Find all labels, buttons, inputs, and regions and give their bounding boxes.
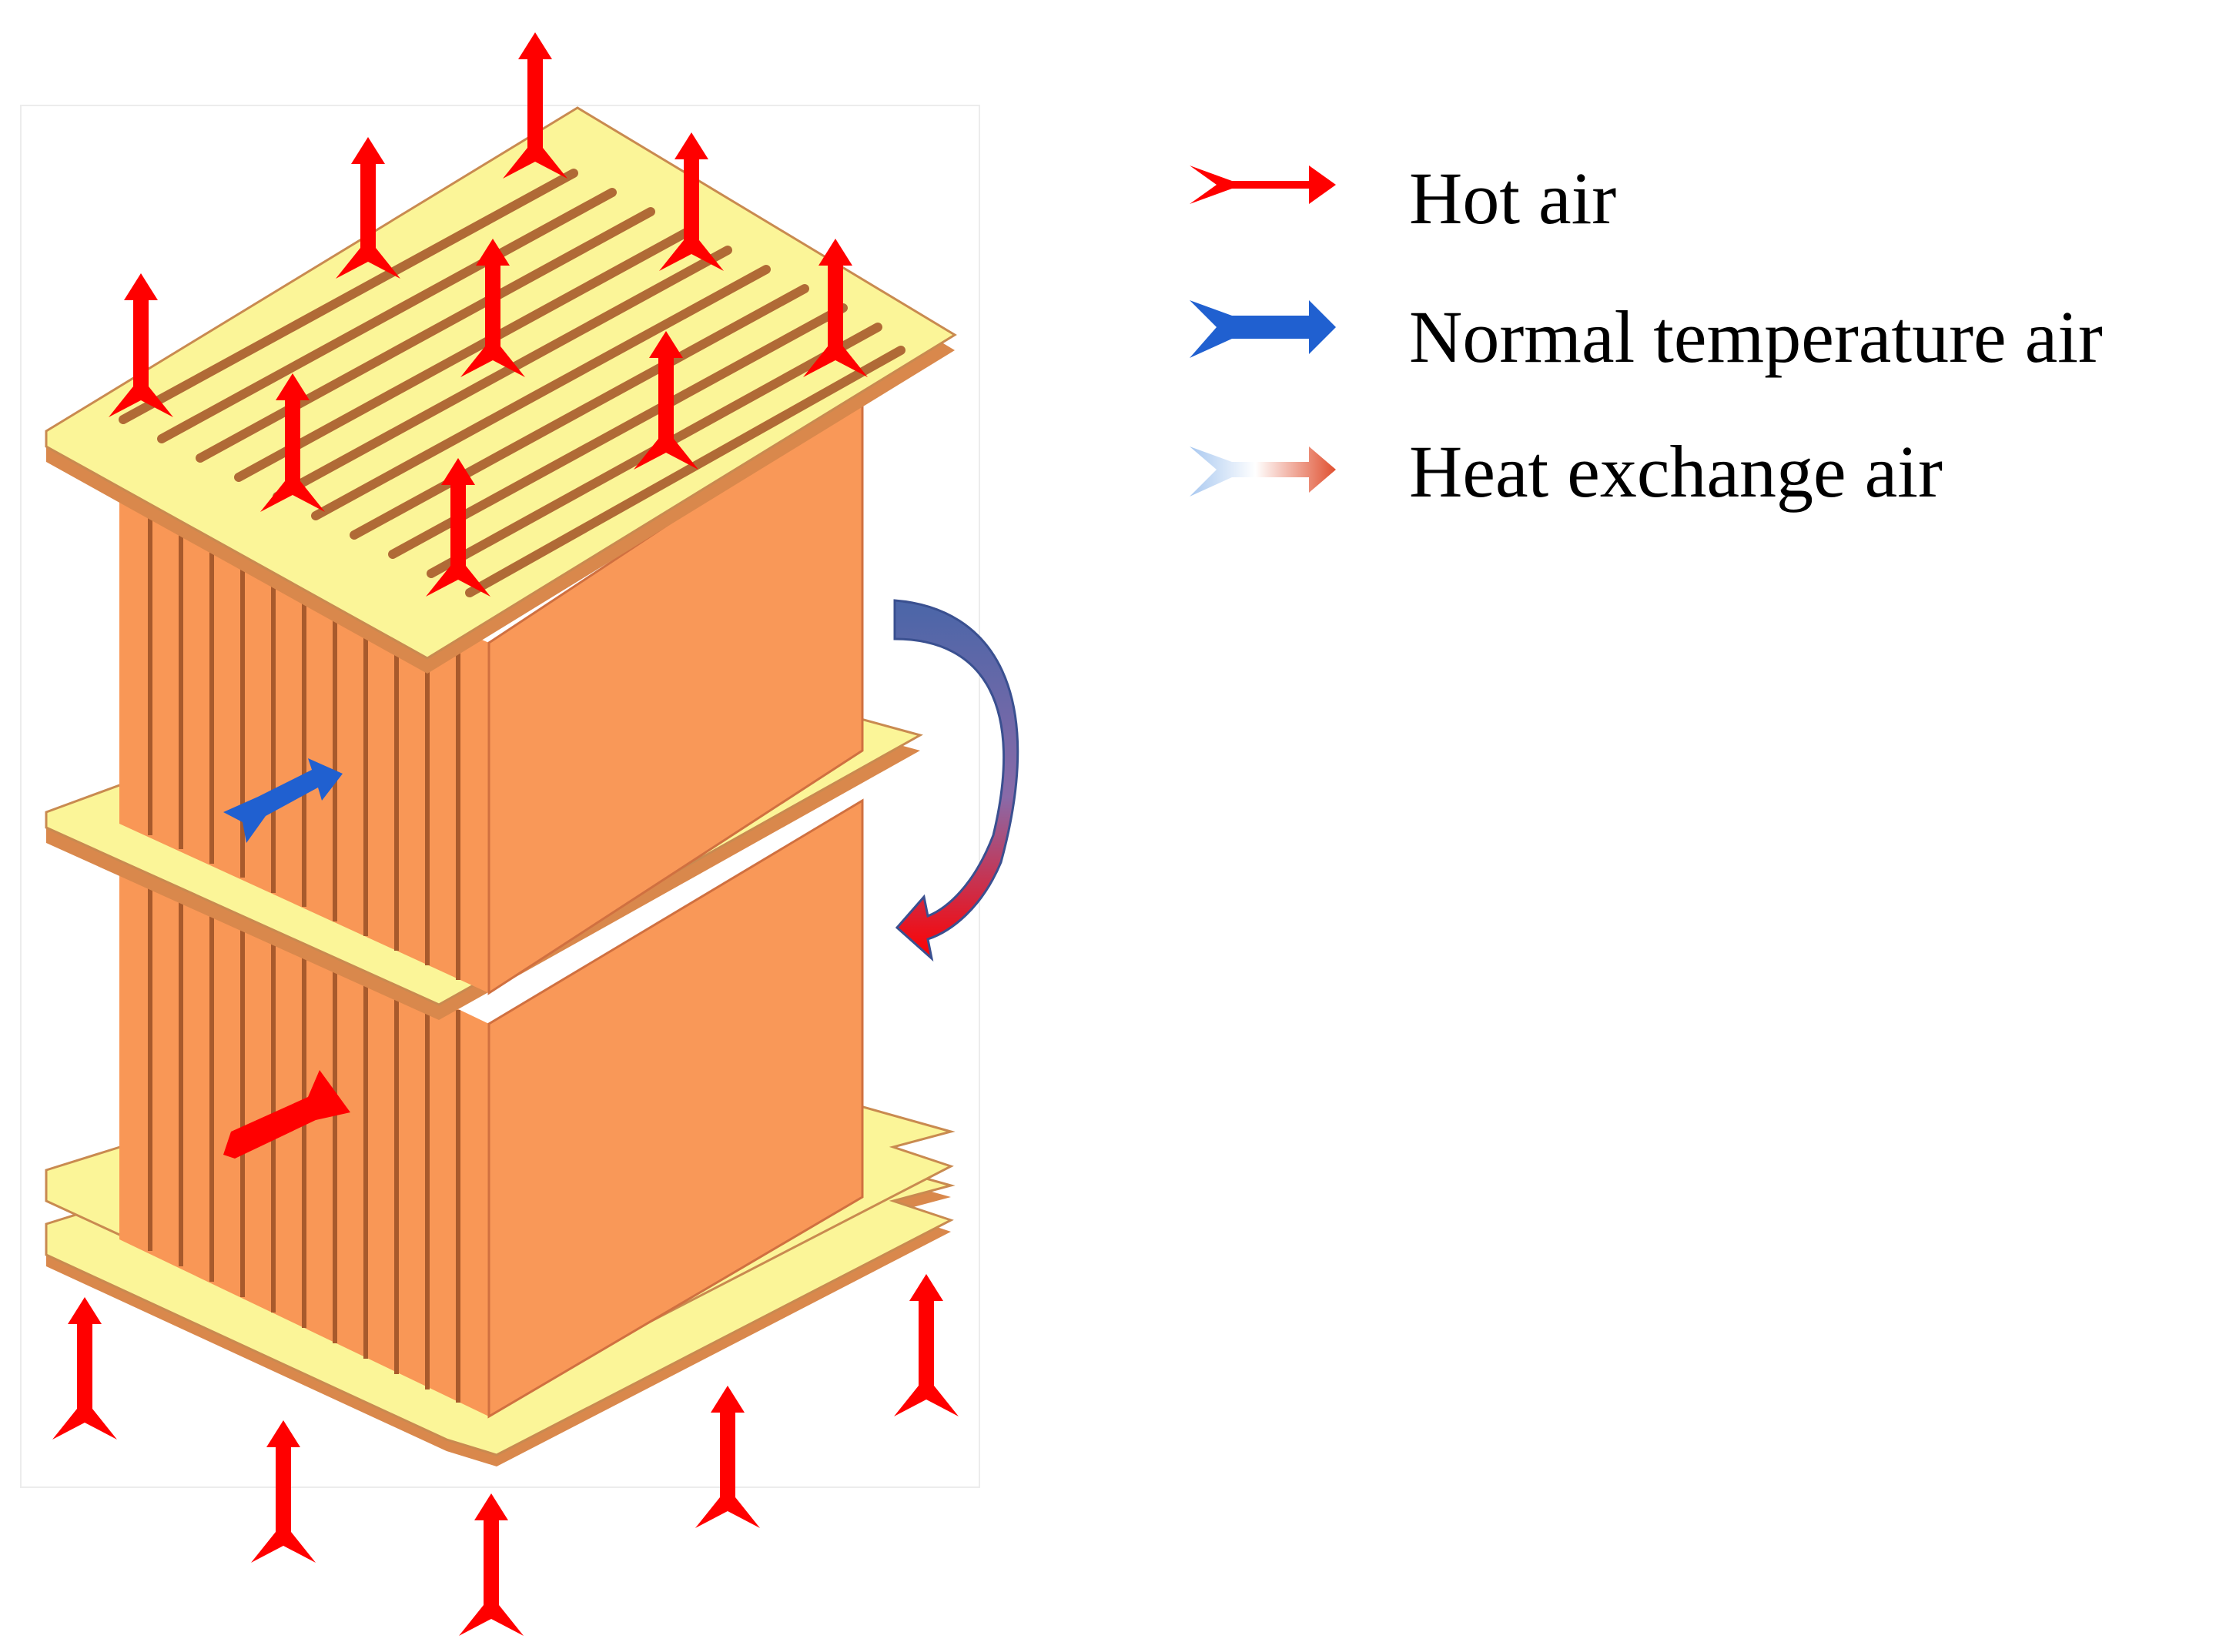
hot-air-arrow-icon	[260, 373, 325, 512]
legend-item-normal-air: Normal temperature air	[1190, 296, 2103, 378]
legend-item-heat-exchange-air: Heat exchange air	[1190, 430, 1943, 513]
legend: Hot air Normal temperature air Heat exch…	[1190, 157, 2103, 513]
bypass-curved-arrow	[893, 599, 1019, 962]
hot-air-arrow-icon	[695, 1386, 760, 1528]
hot-air-arrow-icon	[634, 331, 698, 470]
hot-air-arrow-icon	[109, 273, 173, 417]
hot-air-arrow-icon	[336, 137, 400, 279]
heat-exchange-air-arrow	[223, 1070, 350, 1159]
hot-air-arrow-icon	[52, 1297, 117, 1440]
normal-air-arrow	[223, 758, 343, 843]
upper-fin-section	[119, 394, 864, 995]
exchanger-body	[45, 106, 957, 1466]
hot-air-arrows-bottom	[52, 1274, 959, 1636]
hot-air-arrow-icon	[803, 239, 868, 377]
hot-air-arrow-icon	[503, 32, 567, 179]
legend-item-hot-air: Hot air	[1190, 157, 1616, 239]
hot-air-arrow-icon	[460, 239, 525, 377]
legend-label-heat-exchange-air: Heat exchange air	[1409, 430, 1943, 513]
lower-fin-section	[119, 798, 864, 1419]
top-plate	[45, 106, 957, 674]
legend-label-hot-air: Hot air	[1409, 157, 1616, 239]
figure-frame	[20, 105, 980, 1488]
legend-label-normal-air: Normal temperature air	[1409, 296, 2103, 378]
top-slots	[119, 169, 905, 597]
hot-air-arrow-icon	[251, 1420, 316, 1563]
hot-air-arrows-top	[109, 32, 868, 597]
hot-air-arrow-icon	[426, 458, 490, 597]
blue-arrow-icon	[1190, 300, 1336, 358]
gradient-arrow-icon	[1190, 446, 1336, 497]
hot-air-arrow-icon	[659, 132, 724, 271]
lower-fins	[148, 862, 460, 1403]
hot-air-arrow-icon	[459, 1493, 524, 1636]
red-arrow-icon	[1190, 166, 1336, 204]
hot-air-arrow-icon	[894, 1274, 959, 1416]
